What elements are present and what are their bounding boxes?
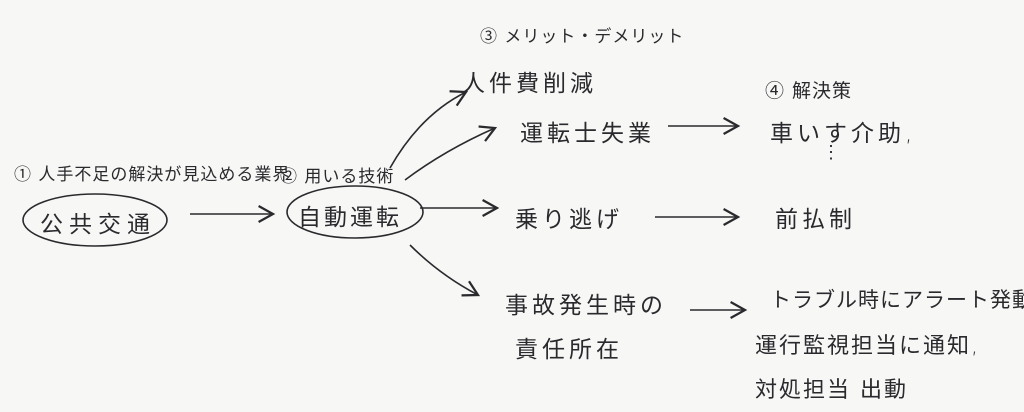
- demerit-driver-unemployment: 運転士失業: [520, 121, 655, 147]
- step2-answer: 自動運転: [298, 205, 402, 231]
- step2-label: ② 用いる技術: [280, 167, 395, 187]
- arrow-to-liability: [409, 244, 481, 297]
- demerit-liability-line1: 事故発生時の: [505, 293, 667, 319]
- step1-answer: 公共交通: [40, 212, 156, 238]
- step1-label: ① 人手不足の解決が見込める業界: [14, 165, 291, 185]
- solution-notify-monitor: 運行監視担当に通知,: [755, 334, 980, 359]
- demerit-fare-evasion: 乗り逃げ: [515, 207, 623, 233]
- step3-label: ③ メリット・デメリット: [480, 27, 685, 47]
- arrow-to-unemployment: [404, 125, 498, 181]
- circle-autonomous-driving: [286, 185, 424, 239]
- arrow-to-cost-reduction: [389, 90, 469, 169]
- step4-label: ④ 解決策: [765, 80, 853, 102]
- solution-prepayment: 前払制: [775, 207, 856, 233]
- solution-wheelchair-aid: 車いす介助,: [770, 121, 917, 147]
- demerit-liability-line2: 責任所在: [515, 337, 623, 363]
- solution-dispatch: 対処担当 出動: [755, 378, 908, 403]
- merit-cost-reduction: 人件費削減: [462, 71, 597, 97]
- solution-ellipsis: ⋮: [822, 142, 844, 163]
- solution-alert: トラブル時にアラート発動: [770, 288, 1024, 312]
- circle-public-transport: [22, 193, 168, 247]
